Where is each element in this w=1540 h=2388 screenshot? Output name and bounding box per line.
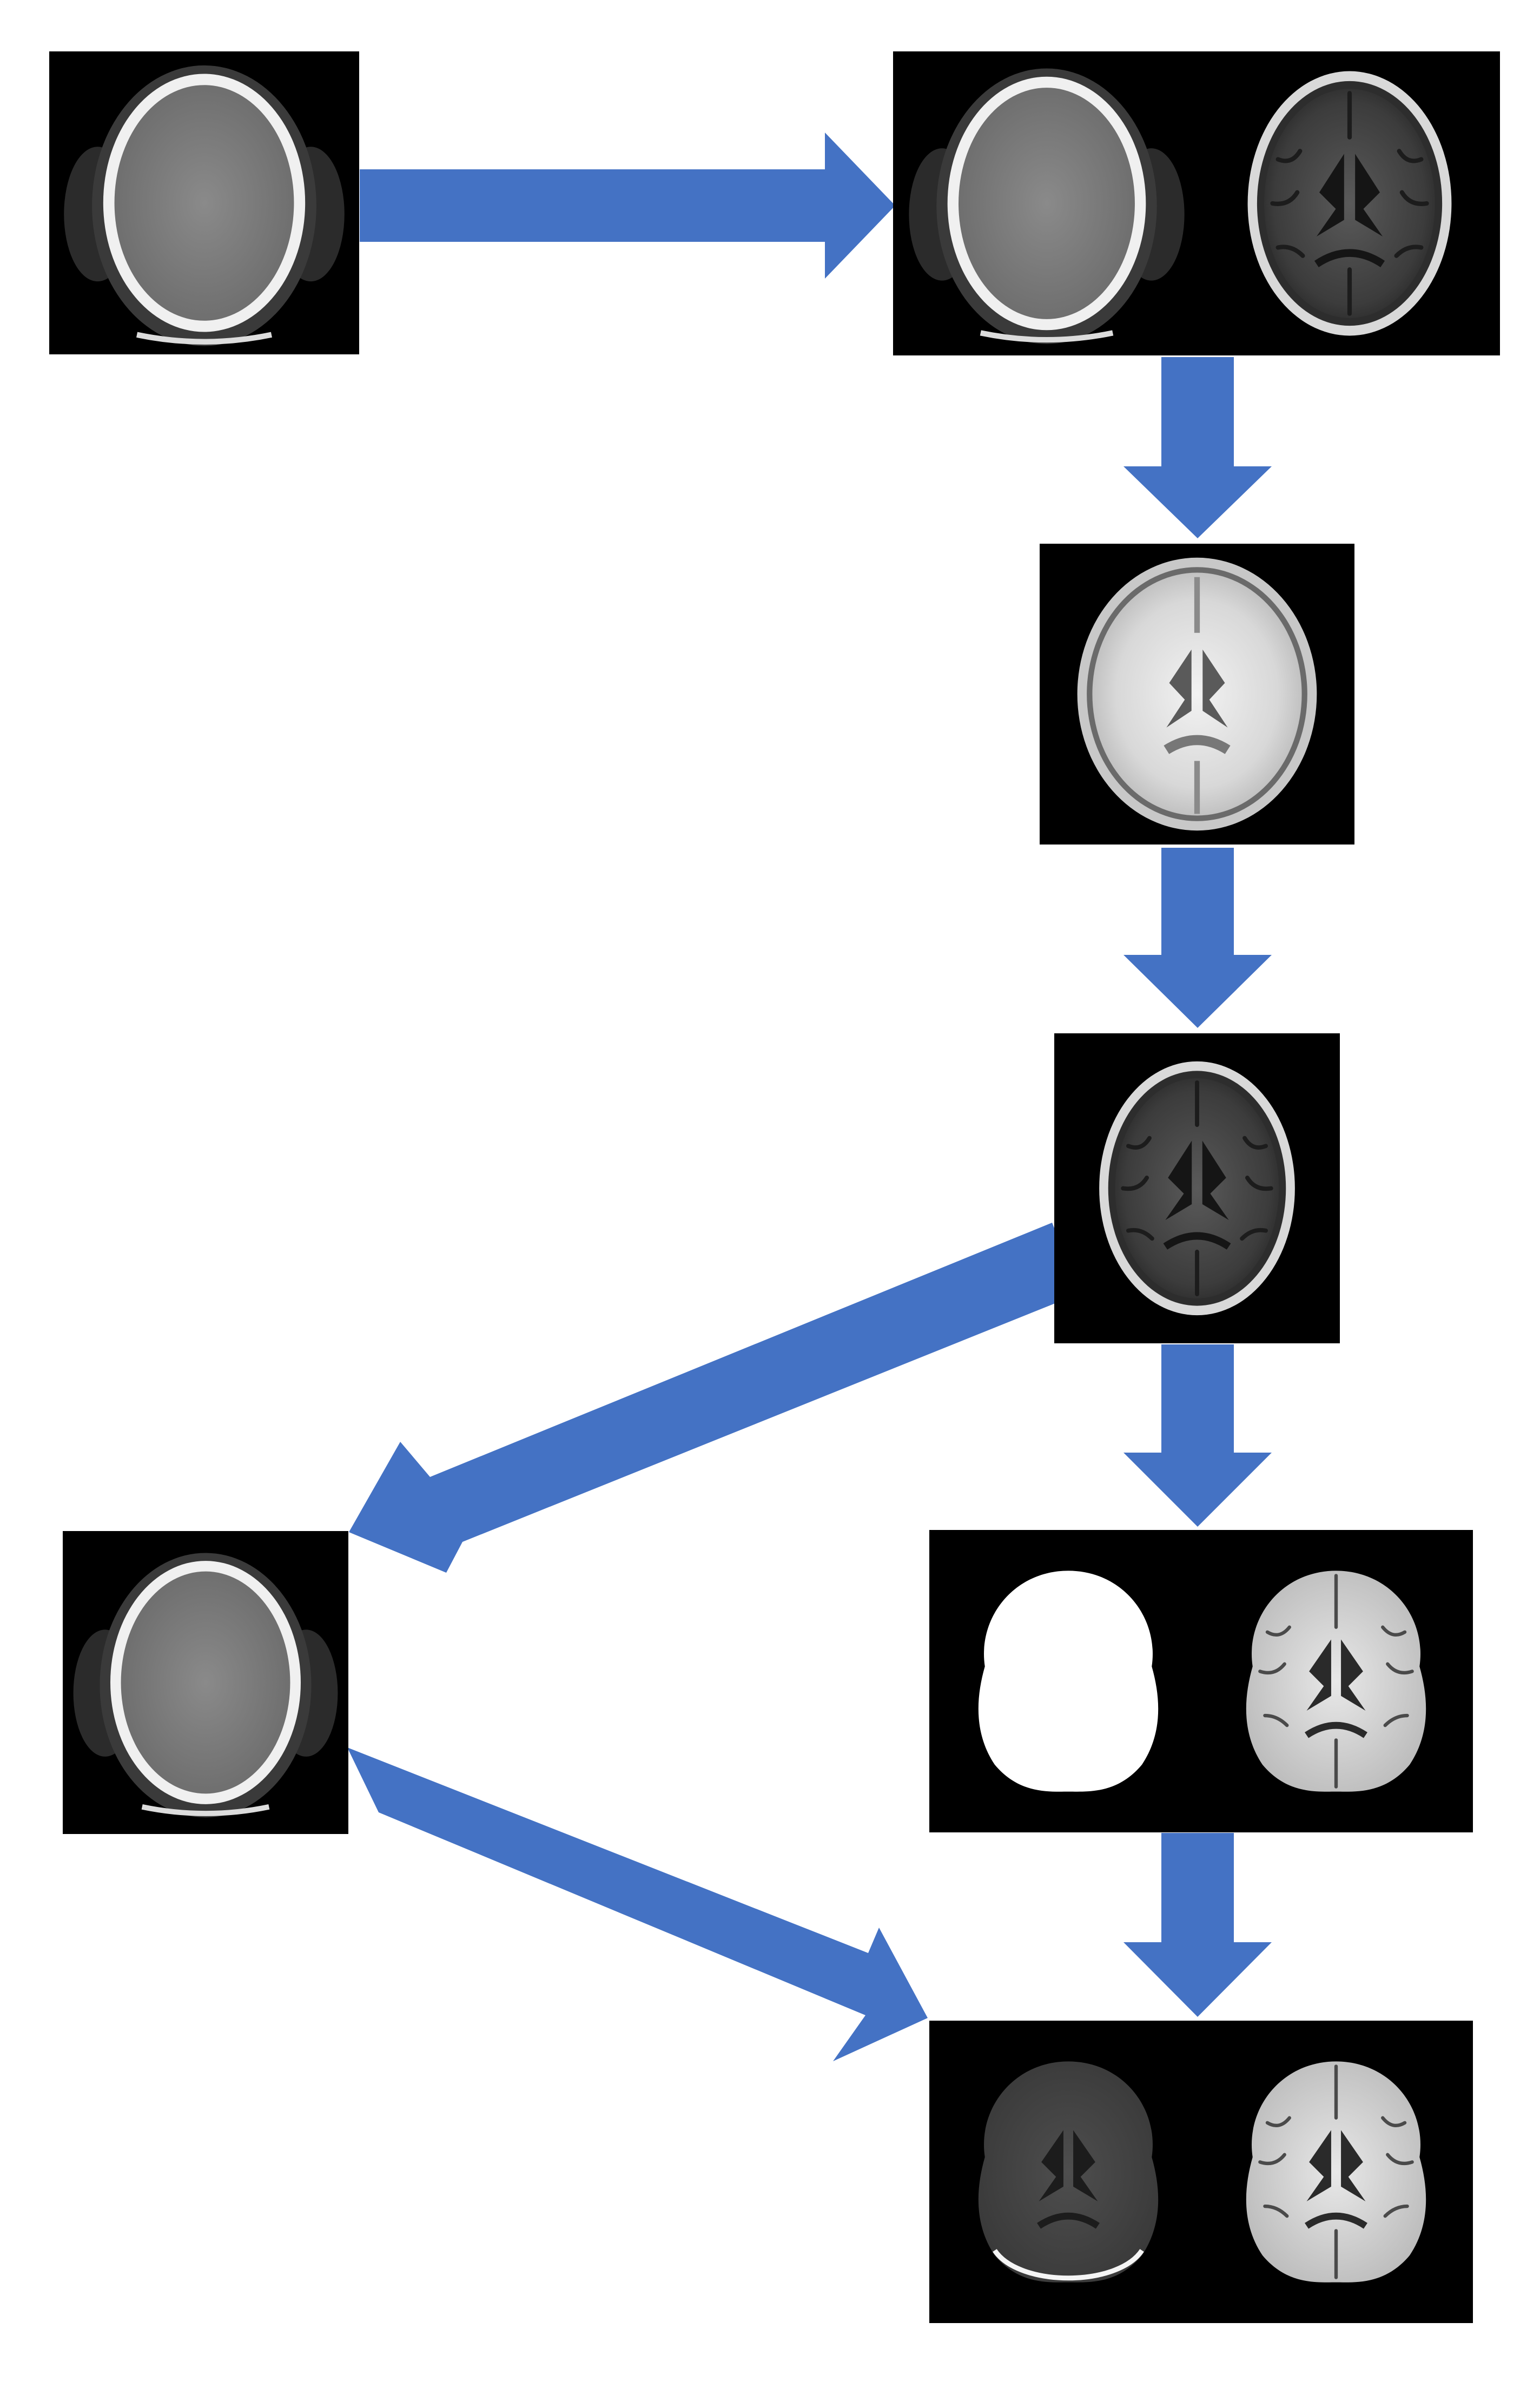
skull-stripped-mri (1204, 1549, 1469, 1814)
panel-brain-mask-pair (929, 1530, 1473, 1832)
panel-ct-input (49, 51, 359, 354)
panel-mni-template (1040, 544, 1354, 845)
panel-ct-mri-pair (893, 51, 1500, 355)
t1-mri-scan (1054, 1046, 1340, 1331)
skull-stripped-mri (1204, 2040, 1469, 2305)
mni-template-scan (1047, 544, 1347, 845)
arrow-ct-to-pair (360, 133, 895, 279)
arrow-mask-to-stripped (1123, 1833, 1272, 2017)
arrow-mri-to-synthetic-ct (349, 1223, 1081, 1573)
skull-stripped-ct (936, 2040, 1201, 2305)
panel-registered-mri (1054, 1033, 1340, 1343)
ct-skull-scan (53, 51, 356, 354)
arrow-synthetic-ct-to-stripped (347, 1747, 928, 2061)
arrow-pair-to-mni (1123, 357, 1272, 538)
panel-stripped-pair (929, 2021, 1473, 2323)
panel-synthetic-ct (63, 1531, 348, 1834)
ct-skull-scan (63, 1540, 348, 1825)
arrow-mri-to-mask (1123, 1344, 1272, 1527)
t1-mri-scan (1201, 55, 1498, 352)
brain-mask (936, 1548, 1201, 1814)
arrows (347, 133, 1272, 2061)
arrow-mni-to-mri (1123, 848, 1272, 1028)
ct-skull-scan (898, 55, 1195, 352)
